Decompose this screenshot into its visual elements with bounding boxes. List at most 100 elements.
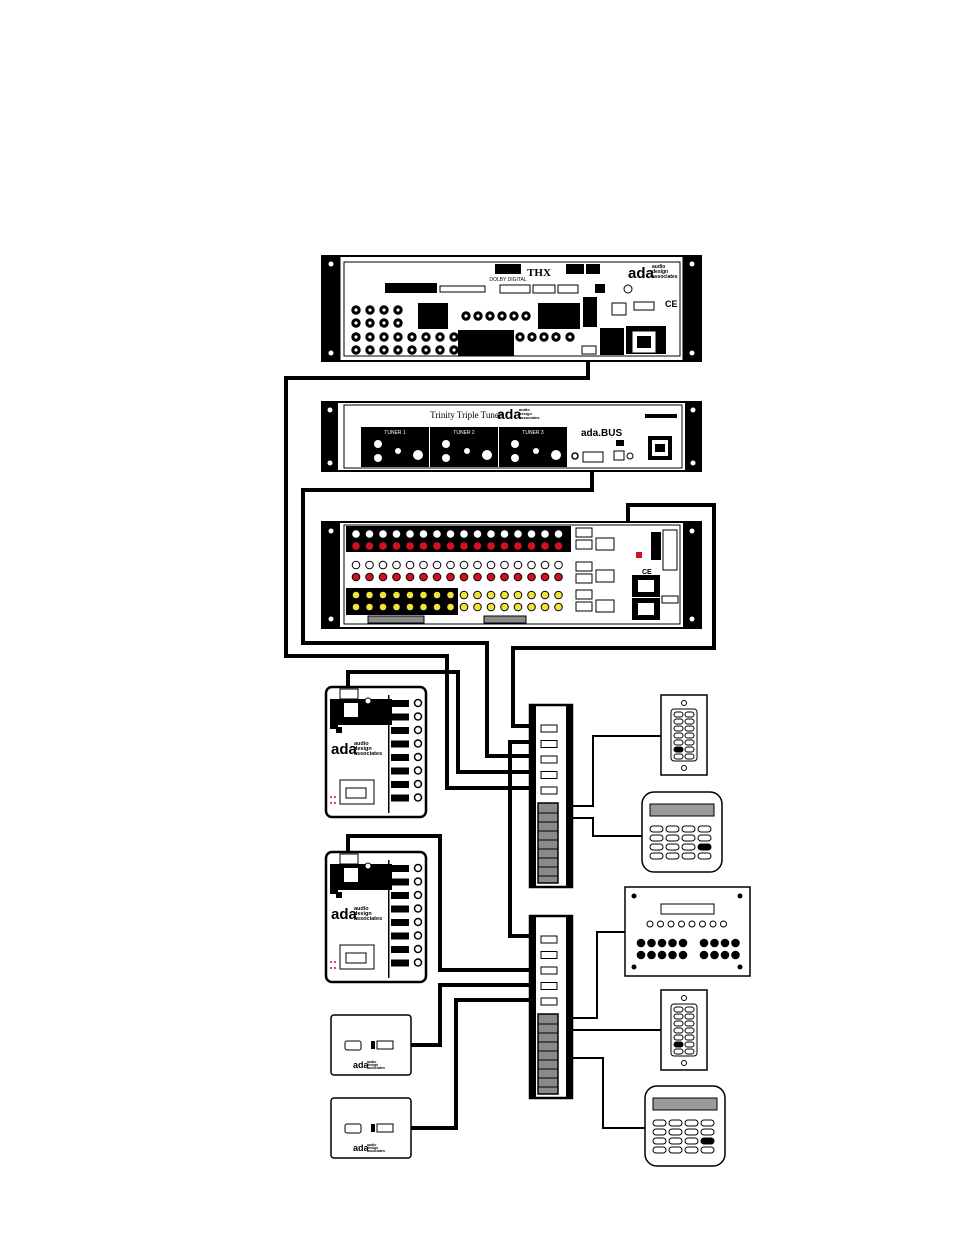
- audio-jack-red: [540, 572, 550, 582]
- speaker-terminal: [391, 919, 409, 926]
- video-jack-yellow: [527, 602, 536, 612]
- audio-jack-red: [351, 572, 361, 582]
- tuner-2-label: TUNER 2: [453, 430, 475, 436]
- panel-button: [657, 950, 667, 960]
- rca-jack-center: [542, 335, 546, 339]
- lcd-keypad-button: [668, 1128, 683, 1136]
- panel-small-button: [699, 920, 706, 928]
- speaker-binding: [413, 712, 423, 721]
- amp-bus-port: [339, 853, 359, 865]
- video-jack-yellow: [459, 602, 469, 612]
- speaker-terminal: [391, 865, 409, 872]
- cable-amp2-to-hub: [346, 834, 532, 972]
- rca-jack-center: [368, 348, 372, 352]
- audio-jack-white: [378, 560, 388, 570]
- module-brand-sub: design: [367, 1063, 378, 1067]
- rca-jack-center: [518, 335, 522, 339]
- module-db9-port: [344, 1123, 362, 1134]
- keypad-button: [673, 753, 684, 760]
- control-panel[interactable]: [624, 886, 751, 977]
- panel-button: [668, 938, 677, 948]
- lcd-keypad-button: [668, 1119, 683, 1127]
- rca-jack-center: [424, 335, 428, 339]
- wall-keypad-2[interactable]: [660, 989, 708, 1071]
- panel-button: [720, 938, 730, 948]
- speaker-terminal: [391, 892, 409, 899]
- video-jack-yellow: [405, 602, 415, 612]
- lcd-keypad-button: [665, 825, 680, 833]
- video-jack: [500, 530, 509, 538]
- rca-jack-center: [396, 321, 400, 325]
- amp-brand-sub: associates: [354, 751, 382, 757]
- audio-jack-white: [486, 560, 496, 570]
- rca-jack-center: [396, 308, 400, 312]
- thx-logo: THX: [527, 267, 551, 279]
- rca-jack-center: [382, 335, 386, 339]
- module-brand-sub: associates: [367, 1149, 385, 1153]
- dolby-label: DOLBY DIGITAL: [489, 277, 527, 283]
- rca-jack-center: [396, 348, 400, 352]
- panel-button: [699, 950, 709, 960]
- video-jack-yellow: [365, 590, 374, 600]
- hub-bus-port: [540, 982, 558, 990]
- video-jack-yellow: [419, 602, 428, 612]
- lcd-keypad-button: [652, 1146, 667, 1154]
- amp-status-led: [330, 961, 332, 963]
- speaker-binding: [413, 766, 423, 775]
- video-jack-yellow: [486, 602, 496, 612]
- hub-rail: [531, 917, 536, 1097]
- amp-brand-logo: ada: [331, 906, 358, 923]
- cable-hub1-lcd1: [566, 817, 642, 837]
- rca-jack-center: [354, 321, 358, 325]
- video-jack: [487, 530, 495, 538]
- tuner-block-3: TUNER 3: [499, 427, 567, 467]
- keypad-button: [684, 746, 695, 753]
- lcd-keypad-1[interactable]: [641, 791, 723, 873]
- speaker-terminal: [391, 932, 409, 940]
- lcd-keypad-2[interactable]: [644, 1085, 726, 1167]
- lcd-keypad-button: [697, 843, 712, 851]
- amp-status-led: [334, 967, 336, 969]
- cable-tuner-to-hub: [301, 466, 594, 758]
- rca-jack-center: [438, 335, 442, 339]
- keypad-screw: [681, 700, 687, 706]
- audio-jack-white: [473, 560, 482, 570]
- video-jack-yellow: [473, 602, 482, 612]
- hub-rail: [566, 917, 571, 1097]
- rca-jack-center: [500, 314, 504, 318]
- speaker-terminal: [391, 959, 409, 967]
- distribution-hub-2: [528, 914, 574, 1100]
- lcd-keypad-button: [649, 825, 664, 833]
- amp-divider: [388, 695, 390, 813]
- wall-keypad-1[interactable]: [660, 694, 708, 776]
- keypad-button: [673, 732, 684, 739]
- audio-jack-white: [513, 560, 523, 570]
- wiring-cables: [284, 358, 716, 1130]
- video-jack-yellow: [419, 590, 428, 600]
- video-jack: [379, 530, 387, 538]
- hub-bus-port: [540, 966, 558, 975]
- speaker-binding: [413, 917, 423, 927]
- video-jack: [433, 530, 441, 538]
- panel-small-button: [709, 920, 717, 928]
- speaker-binding: [413, 944, 423, 954]
- audio-jack-red: [486, 572, 496, 582]
- audio-jack-white: [540, 560, 550, 570]
- keypad-button: [684, 753, 695, 760]
- switcher-ce-mark: CE: [642, 569, 652, 576]
- video-jack: [514, 530, 522, 538]
- speaker-terminal: [391, 767, 409, 775]
- amp-led: [364, 697, 372, 705]
- speaker-terminal: [391, 754, 409, 761]
- panel-plate: [624, 886, 751, 977]
- hub-bus-port: [540, 997, 558, 1006]
- brand-sub-3: associates: [652, 274, 678, 280]
- cable-processor-to-hub: [284, 358, 590, 790]
- panel-small-button: [678, 920, 685, 928]
- panel-button: [636, 938, 646, 948]
- amp-connector: [330, 864, 338, 894]
- audio-jack-white: [351, 560, 361, 570]
